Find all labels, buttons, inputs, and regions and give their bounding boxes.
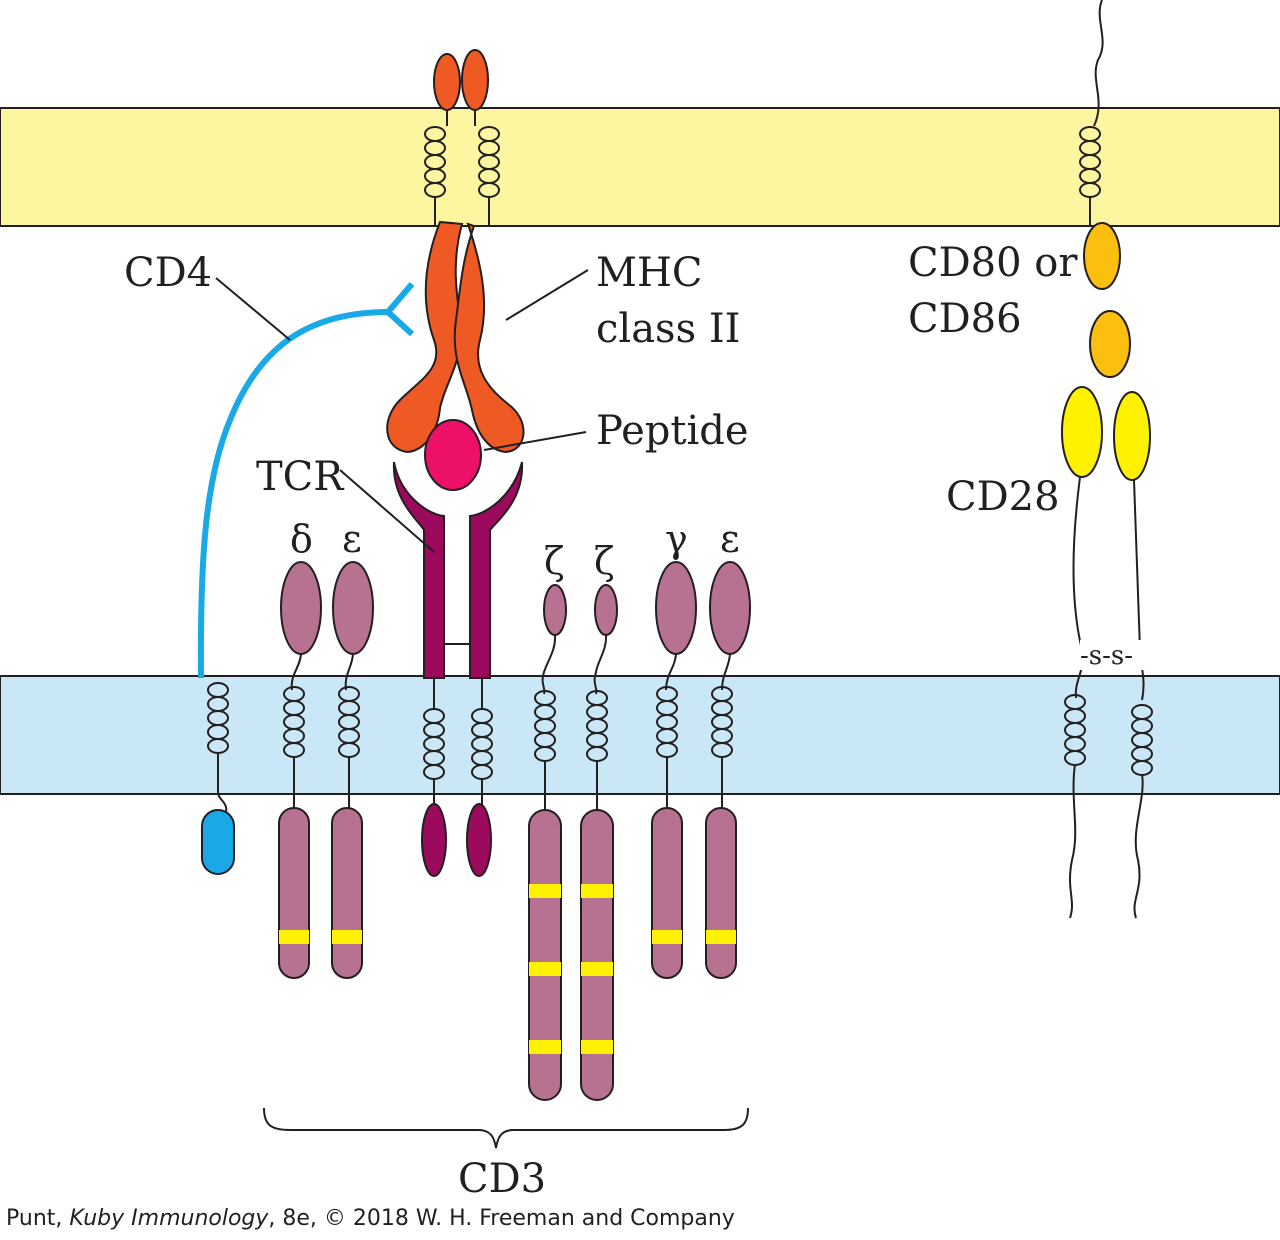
t-cell-membrane [0, 675, 1280, 795]
leader-lines [215, 269, 589, 553]
cd3-gamma-label: γ [665, 517, 688, 561]
cd3-delta-label: δ [290, 517, 313, 561]
cd4 [197, 282, 415, 875]
cd3-zeta-label-1: ζ [544, 539, 565, 583]
figure-credit: Punt, Kuby Immunology, 8e, © 2018 W. H. … [6, 1206, 735, 1231]
cd28 [1061, 386, 1153, 919]
cd28-label: CD28 [946, 474, 1060, 520]
peptide-label: Peptide [596, 408, 749, 454]
cd3-complex [278, 561, 751, 1101]
cd3-epsilon-label-1: ε [342, 517, 362, 561]
disulfide-label: -s-s- [1080, 641, 1133, 671]
cd3-zeta-label-2: ζ [594, 539, 615, 583]
apc-membrane [0, 107, 1280, 227]
cd3-label: CD3 [458, 1156, 546, 1202]
credit-publisher: , 8e, © 2018 W. H. Freeman and Company [268, 1206, 735, 1231]
credit-book-title: Kuby Immunology [69, 1206, 269, 1231]
cd3-epsilon-label-2: ε [720, 517, 740, 561]
mhc-label-line1: MHC [596, 250, 702, 296]
tcr [392, 461, 524, 877]
cd80-label-line2: CD86 [908, 296, 1022, 342]
cd3-brace [263, 1107, 749, 1149]
tcr-label: TCR [256, 454, 345, 500]
cd80-label-line1: CD80 or [908, 240, 1078, 286]
mhc-label-line2: class II [596, 306, 740, 352]
peptide [424, 419, 482, 491]
cd80-cd86 [1079, 0, 1131, 378]
mhc-class-ii [386, 49, 525, 454]
credit-author: Punt, [6, 1206, 70, 1231]
cd4-label: CD4 [124, 250, 212, 296]
